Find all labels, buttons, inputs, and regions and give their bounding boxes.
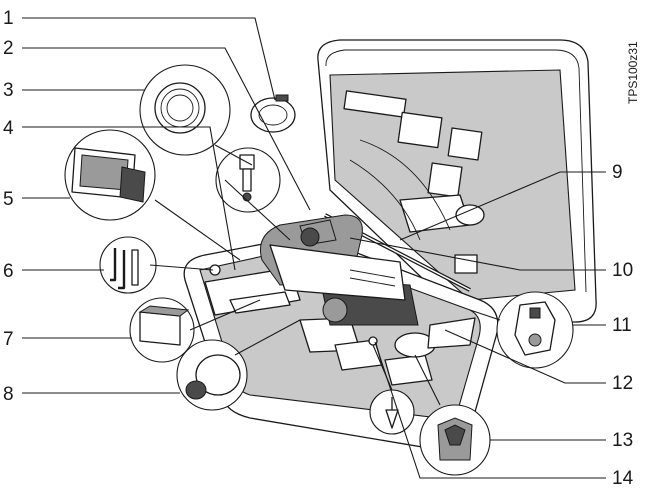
accessory-8-cap-bubble <box>176 339 248 411</box>
callout-5: 5 <box>3 189 14 210</box>
callout-8: 8 <box>3 384 14 405</box>
callout-9: 9 <box>612 162 623 183</box>
callout-10: 10 <box>612 260 633 281</box>
accessory-5-battery-bubble <box>64 129 156 221</box>
accessory-3-lens-bubble <box>139 64 231 156</box>
accessory-7-case-box-bubble <box>129 297 195 363</box>
callout-12: 12 <box>612 373 633 394</box>
callout-numbers: 1 2 3 4 5 6 7 8 9 10 11 12 13 14 <box>3 8 634 489</box>
total-station <box>260 214 419 326</box>
case-lid <box>317 39 597 323</box>
accessory-6-hex-keys-bubble <box>99 236 157 294</box>
callout-6: 6 <box>3 261 14 282</box>
callout-11: 11 <box>612 315 632 336</box>
leader-lines <box>22 17 606 479</box>
accessory-11-bracket-bubble <box>496 291 574 369</box>
callout-3: 3 <box>3 80 14 101</box>
callout-2: 2 <box>3 38 14 59</box>
callout-1: 1 <box>3 8 14 29</box>
accessory-13-prism-bubble <box>419 404 491 476</box>
case-base <box>183 234 499 451</box>
callout-7: 7 <box>3 329 14 350</box>
callout-13: 13 <box>612 430 633 451</box>
callout-4: 4 <box>3 118 14 139</box>
accessory-1-lens-ring <box>250 94 296 133</box>
callout-14: 14 <box>612 468 634 489</box>
image-tag: TPS100z31 <box>626 41 640 104</box>
accessory-14-plumb-bubble <box>369 389 415 435</box>
